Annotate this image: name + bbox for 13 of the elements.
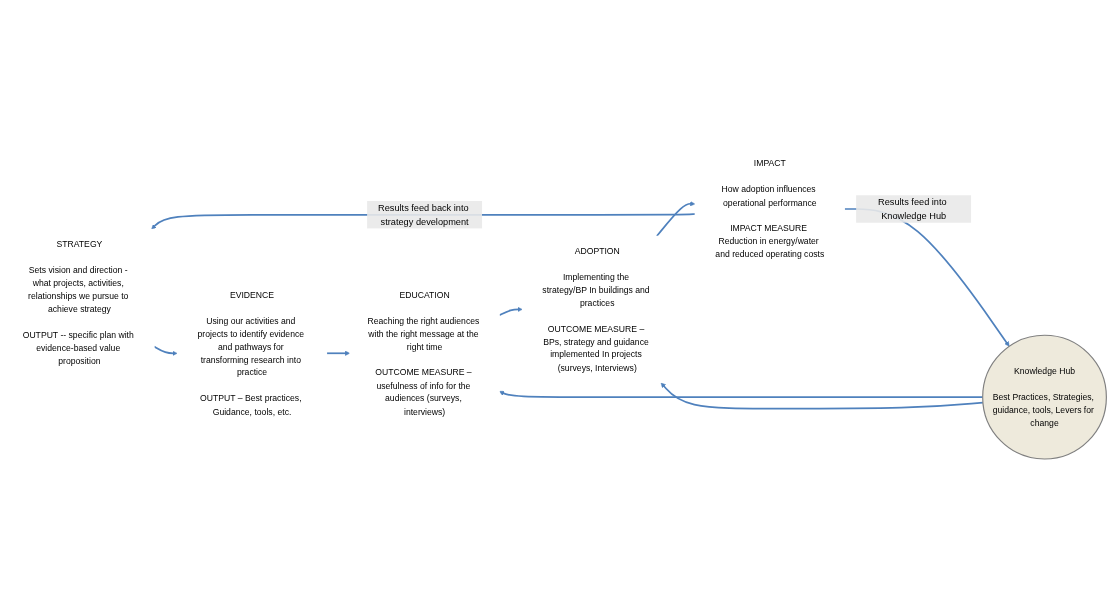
node-text: STRATEGY Sets vision and direction - what projects, activities, relationships we pursue to achieve strategy OUTPUT -- specific plan with evidence-based value proposition (22, 239, 134, 366)
node-text: EVIDENCE Using our activities and projects to identify evidence and pathways for transforming research into practice OUTPUT – Best practices, Guidance, tools, etc. (197, 289, 305, 417)
arrow (325, 350, 351, 356)
node-text: EDUCATION Reaching the right audiences with the right message at the right time OUTCOME MEASURE – usefulness of info for the audiences (surveys, interviews) (367, 289, 480, 417)
arrow (153, 345, 178, 356)
arrow (498, 307, 523, 317)
edge-label: Results feed back into strategy development (378, 202, 469, 227)
node-circle: Knowledge Hub Best Practices, Strategies, guidance, tools, Levers for change (982, 334, 1107, 460)
edge-label: Results feed into Knowledge Hub (878, 197, 947, 221)
arrow (660, 382, 984, 410)
node-text: IMPACT How adoption influences operational performance IMPACT MEASURE Reduction in energy/water and reduced operating costs (715, 158, 825, 259)
node-text: ADOPTION Implementing the strategy/BP In buildings and practices OUTCOME MEASURE – BPs, strategy and guidance implemented In projects (surveys, Interviews) (542, 246, 650, 373)
arrow (656, 201, 696, 238)
